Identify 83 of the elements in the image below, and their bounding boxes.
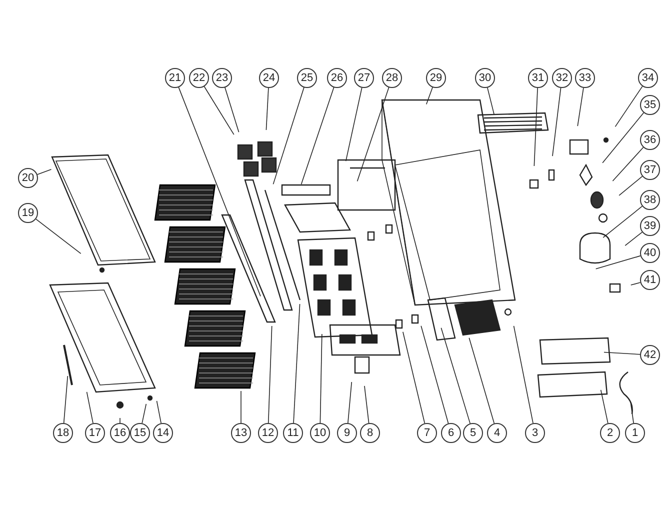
callout-number: 12 — [258, 423, 278, 443]
leader-line — [272, 87, 304, 185]
leader-line — [602, 206, 643, 238]
callout-number: 9 — [337, 423, 357, 443]
callout-number: 38 — [640, 190, 660, 210]
callout-number: 1 — [625, 423, 645, 443]
leader-line — [36, 168, 52, 175]
callout-number: 23 — [212, 68, 232, 88]
callout-number: 24 — [259, 68, 279, 88]
leader-line — [487, 87, 494, 115]
leader-line — [618, 176, 643, 196]
callout-number: 19 — [18, 203, 38, 223]
callout-number: 25 — [297, 68, 317, 88]
callout-number: 17 — [85, 423, 105, 443]
callout-number: 5 — [463, 423, 483, 443]
leader-line — [513, 326, 534, 424]
leader-line — [577, 87, 584, 126]
leader-line — [630, 402, 634, 424]
callout-number: 4 — [487, 423, 507, 443]
leader-line — [614, 86, 643, 128]
leader-line — [266, 88, 269, 130]
callout-number: 7 — [417, 423, 437, 443]
leader-line — [604, 352, 640, 355]
leader-line — [402, 332, 426, 424]
callout-number: 37 — [640, 160, 660, 180]
callout-number: 28 — [382, 68, 402, 88]
leader-line — [224, 87, 240, 133]
callout-number: 30 — [475, 68, 495, 88]
leader-line — [240, 390, 242, 424]
callout-number: 3 — [525, 423, 545, 443]
leader-line — [348, 382, 352, 424]
callout-number: 26 — [327, 68, 347, 88]
leader-line — [293, 304, 300, 424]
callout-number: 15 — [130, 423, 150, 443]
callout-number: 31 — [528, 68, 548, 88]
callout-number: 32 — [552, 68, 572, 88]
leader-line — [86, 392, 94, 424]
callout-number: 11 — [283, 423, 303, 443]
callout-number: 29 — [426, 68, 446, 88]
callout-number: 27 — [354, 68, 374, 88]
callout-number: 20 — [18, 168, 38, 188]
callout-number: 16 — [110, 423, 130, 443]
callout-number: 36 — [640, 130, 660, 150]
leader-line — [63, 376, 68, 424]
leader-line — [156, 400, 162, 424]
leader-line — [534, 88, 538, 166]
callout-number: 13 — [231, 423, 251, 443]
leader-line — [440, 327, 470, 424]
leader-line — [426, 87, 433, 105]
callout-number: 40 — [640, 243, 660, 263]
callout-number: 33 — [575, 68, 595, 88]
callout-number: 14 — [153, 423, 173, 443]
leader-line — [36, 218, 82, 254]
leader-line — [320, 334, 322, 424]
callout-number: 10 — [310, 423, 330, 443]
callout-number: 8 — [360, 423, 380, 443]
callout-number: 6 — [441, 423, 461, 443]
leader-line — [142, 404, 147, 424]
leader-line — [602, 112, 644, 164]
callout-number: 21 — [165, 68, 185, 88]
leader-line — [356, 87, 390, 182]
leader-line — [624, 232, 643, 246]
callout-number: 18 — [53, 423, 73, 443]
leader-line — [268, 326, 272, 424]
leader-line — [612, 147, 644, 182]
leader-line — [300, 87, 334, 185]
leader-line — [345, 87, 362, 162]
callout-number: 39 — [640, 216, 660, 236]
leader-line — [178, 86, 261, 297]
leader-line — [364, 386, 370, 424]
leader-line — [468, 337, 495, 424]
leader-line — [552, 88, 562, 156]
callout-number: 42 — [640, 345, 660, 365]
callout-number: 2 — [600, 423, 620, 443]
leader-line — [595, 255, 641, 270]
leader-line — [600, 390, 608, 424]
leader-line — [630, 282, 641, 286]
leader-line — [420, 325, 449, 424]
callout-number: 34 — [638, 68, 658, 88]
leader-line — [204, 86, 234, 135]
callout-number: 22 — [189, 68, 209, 88]
callout-number: 41 — [640, 270, 660, 290]
callout-number: 35 — [640, 95, 660, 115]
